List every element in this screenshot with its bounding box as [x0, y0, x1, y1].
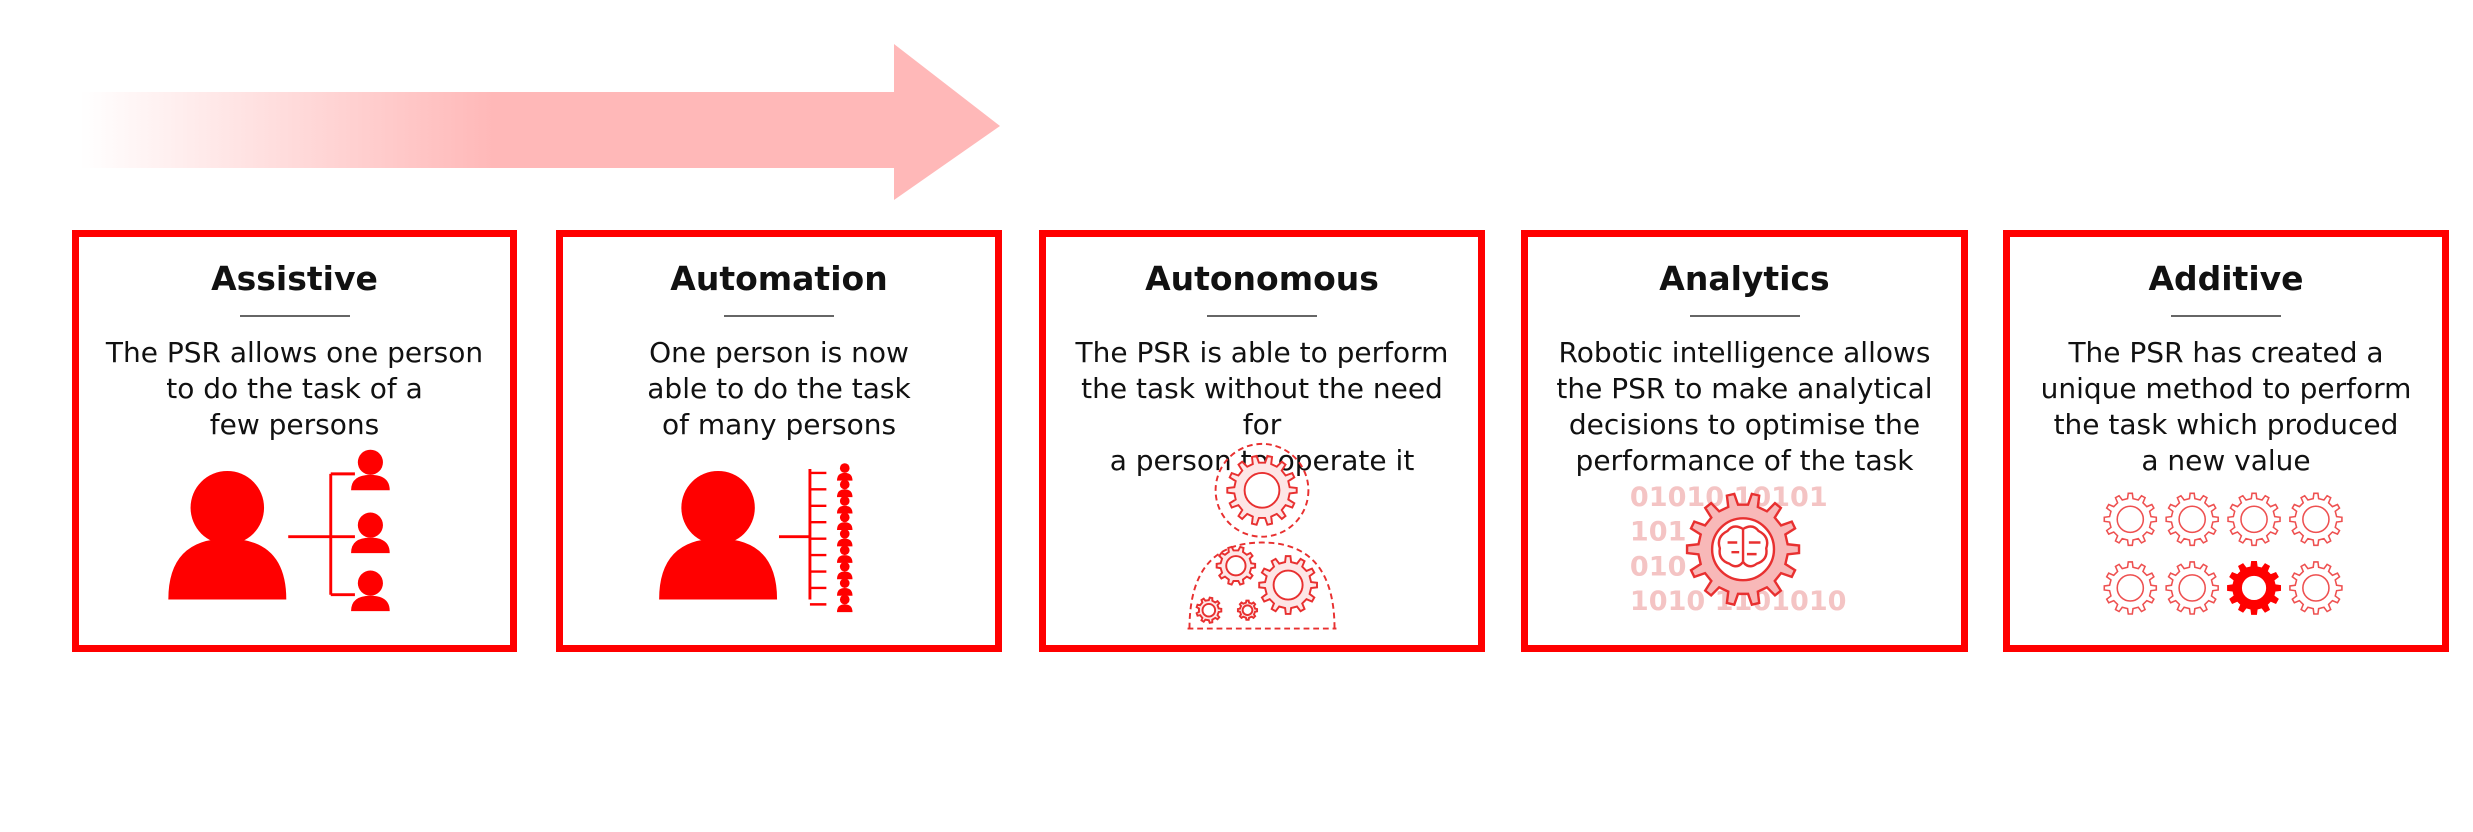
gear-hub — [2302, 574, 2330, 602]
card-title: Autonomous — [1145, 259, 1379, 298]
gear-icon — [2289, 561, 2343, 615]
person-body — [837, 489, 853, 498]
person-body — [837, 538, 853, 547]
one-person-many-persons-icon — [659, 463, 853, 613]
person-head — [839, 545, 850, 556]
gear-hub — [2240, 505, 2268, 534]
person-head — [839, 561, 850, 572]
card-assistive: Assistive The PSR allows one person to d… — [72, 230, 517, 652]
title-divider — [1207, 315, 1317, 317]
card-analytics: Analytics Robotic intelligence allows th… — [1521, 230, 1968, 652]
gear-grid-icon — [2103, 492, 2343, 615]
person-body — [837, 472, 853, 481]
card-description: Robotic intelligence allows the PSR to m… — [1556, 336, 1933, 477]
person-head — [839, 496, 850, 506]
card-automation: Automation One person is now able to do … — [556, 230, 1002, 652]
gear-hub — [2302, 505, 2330, 534]
title-divider — [724, 315, 834, 317]
gear-hub — [1243, 471, 1281, 509]
title-divider — [239, 315, 350, 317]
gear-hub — [2116, 505, 2145, 534]
gear-icon — [2165, 492, 2219, 547]
gear-hub — [1272, 569, 1304, 601]
person-head — [839, 512, 850, 523]
person-body — [837, 505, 853, 514]
gear-icon — [2227, 492, 2281, 547]
card-title: Analytics — [1659, 259, 1830, 298]
title-divider — [2171, 315, 2281, 317]
card-description: The PSR is able to perform the task with… — [1075, 336, 1449, 477]
card-description: The PSR has created a unique method to p… — [2040, 336, 2412, 477]
person-body — [837, 522, 853, 530]
card-title: Additive — [2148, 259, 2304, 298]
card-autonomous: Autonomous The PSR is able to perform th… — [1039, 230, 1485, 652]
gear-icon — [2103, 561, 2158, 615]
person-body — [837, 555, 853, 563]
gear-icon — [2103, 492, 2158, 547]
person-body — [837, 604, 853, 613]
gear-hub — [1241, 604, 1254, 616]
card-description: The PSR allows one person to do the task… — [105, 336, 484, 441]
card-title: Automation — [670, 259, 888, 298]
card-title: Assistive — [211, 259, 378, 298]
one-person-three-persons-icon — [168, 449, 390, 612]
person-body — [837, 587, 853, 596]
person-body — [837, 571, 853, 580]
card-additive: Additive The PSR has created a unique me… — [2003, 230, 2449, 652]
title-divider — [1689, 315, 1800, 317]
gear-hub — [2178, 574, 2206, 602]
gear-hub — [2240, 573, 2269, 602]
gear-person-icon — [1187, 442, 1337, 630]
gear-hub — [2178, 505, 2206, 534]
card-description: One person is now able to do the task of… — [647, 336, 911, 441]
gear-hub — [1225, 555, 1247, 577]
gear-hub — [1201, 602, 1217, 618]
person-head — [839, 578, 850, 588]
gear-icon — [2289, 492, 2343, 547]
gear-hub — [2116, 574, 2145, 602]
brain-gear-icon: 01010 10101 101 1010 010 0101 1010 11010… — [1630, 482, 1847, 617]
person-head — [839, 463, 850, 473]
brain-icon — [1717, 525, 1769, 568]
person-head — [839, 479, 850, 490]
progression-arrow — [80, 44, 1000, 200]
gear-icon — [2165, 561, 2219, 615]
person-head — [839, 528, 850, 539]
person-head — [839, 594, 850, 605]
